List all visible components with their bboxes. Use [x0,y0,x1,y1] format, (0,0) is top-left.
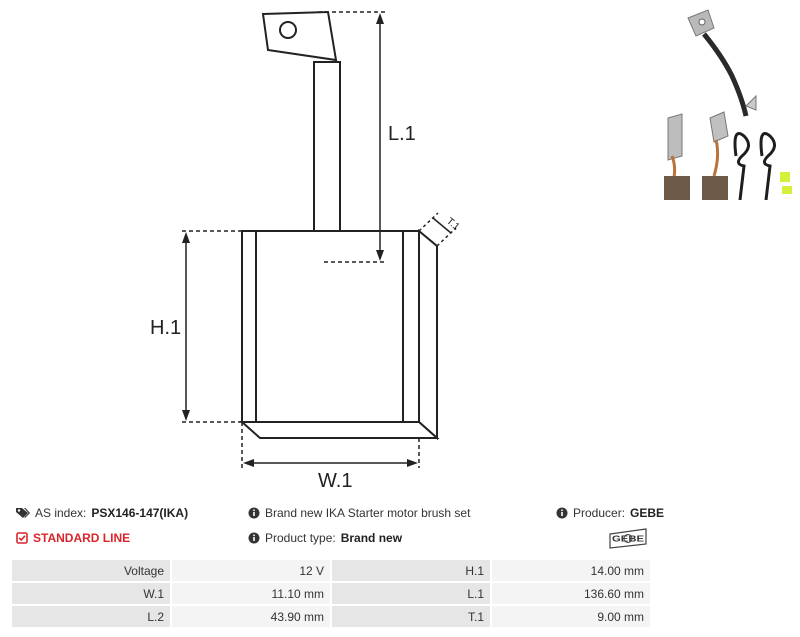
brush-body-front [241,230,420,423]
spec-value: 11.10 mm [170,581,332,606]
spec-value: 9.00 mm [490,604,652,629]
product-type-label: Product type: [265,531,336,545]
line-label: STANDARD LINE [33,531,131,545]
info-circle-icon [248,532,260,544]
producer: Producer: GEBE [556,506,664,520]
producer-value[interactable]: GEBE [630,506,665,520]
info-circle-icon [556,507,568,519]
specs-table: Voltage 12 V H.1 14.00 mm W.1 11.10 mm L… [10,558,652,629]
tags-icon [16,508,30,518]
product-type: Product type: Brand new [248,531,402,545]
terminal-tab [261,10,338,62]
description-text: Brand new IKA Starter motor brush set [265,506,471,520]
table-row: W.1 11.10 mm L.1 136.60 mm [10,581,652,606]
spec-value: 43.90 mm [170,604,332,629]
as-index-value[interactable]: PSX146-147(IKA) [91,506,189,520]
starter-brush-set-photo [662,6,798,200]
table-row: L.2 43.90 mm T.1 9.00 mm [10,604,652,629]
terminal-hole [279,21,297,39]
producer-logo: GEBE [609,528,647,549]
brush-body-side [418,228,438,441]
producer-label: Producer: [573,506,626,520]
svg-text:GEBE: GEBE [612,535,645,544]
product-line: STANDARD LINE [16,531,130,545]
description: Brand new IKA Starter motor brush set [248,506,470,520]
dimension-label-h1: H.1 [150,317,181,339]
brush-technical-drawing: L.1 H.1 W.1 T.1 [150,10,462,492]
spec-value: 136.60 mm [490,581,652,606]
dimension-label-l1: L.1 [388,123,416,145]
table-row: Voltage 12 V H.1 14.00 mm [10,558,652,583]
spec-label: T.1 [330,604,492,629]
product-info: AS index: PSX146-147(IKA) STANDARD LINE … [0,500,664,552]
spec-value: 14.00 mm [490,558,652,583]
spec-label: W.1 [10,581,172,606]
spec-label: H.1 [330,558,492,583]
dimension-label-t1: T.1 [444,216,462,233]
as-index: AS index: PSX146-147(IKA) [16,506,188,520]
spec-value: 12 V [170,558,332,583]
brush-body-bottom [239,421,440,439]
info-circle-icon [248,507,260,519]
spec-label: L.2 [10,604,172,629]
as-index-label: AS index: [35,506,87,520]
product-type-value: Brand new [340,531,403,545]
spec-label: Voltage [10,558,172,583]
check-square-icon [16,532,28,544]
spec-label: L.1 [330,581,492,606]
dimension-label-w1: W.1 [318,470,352,492]
